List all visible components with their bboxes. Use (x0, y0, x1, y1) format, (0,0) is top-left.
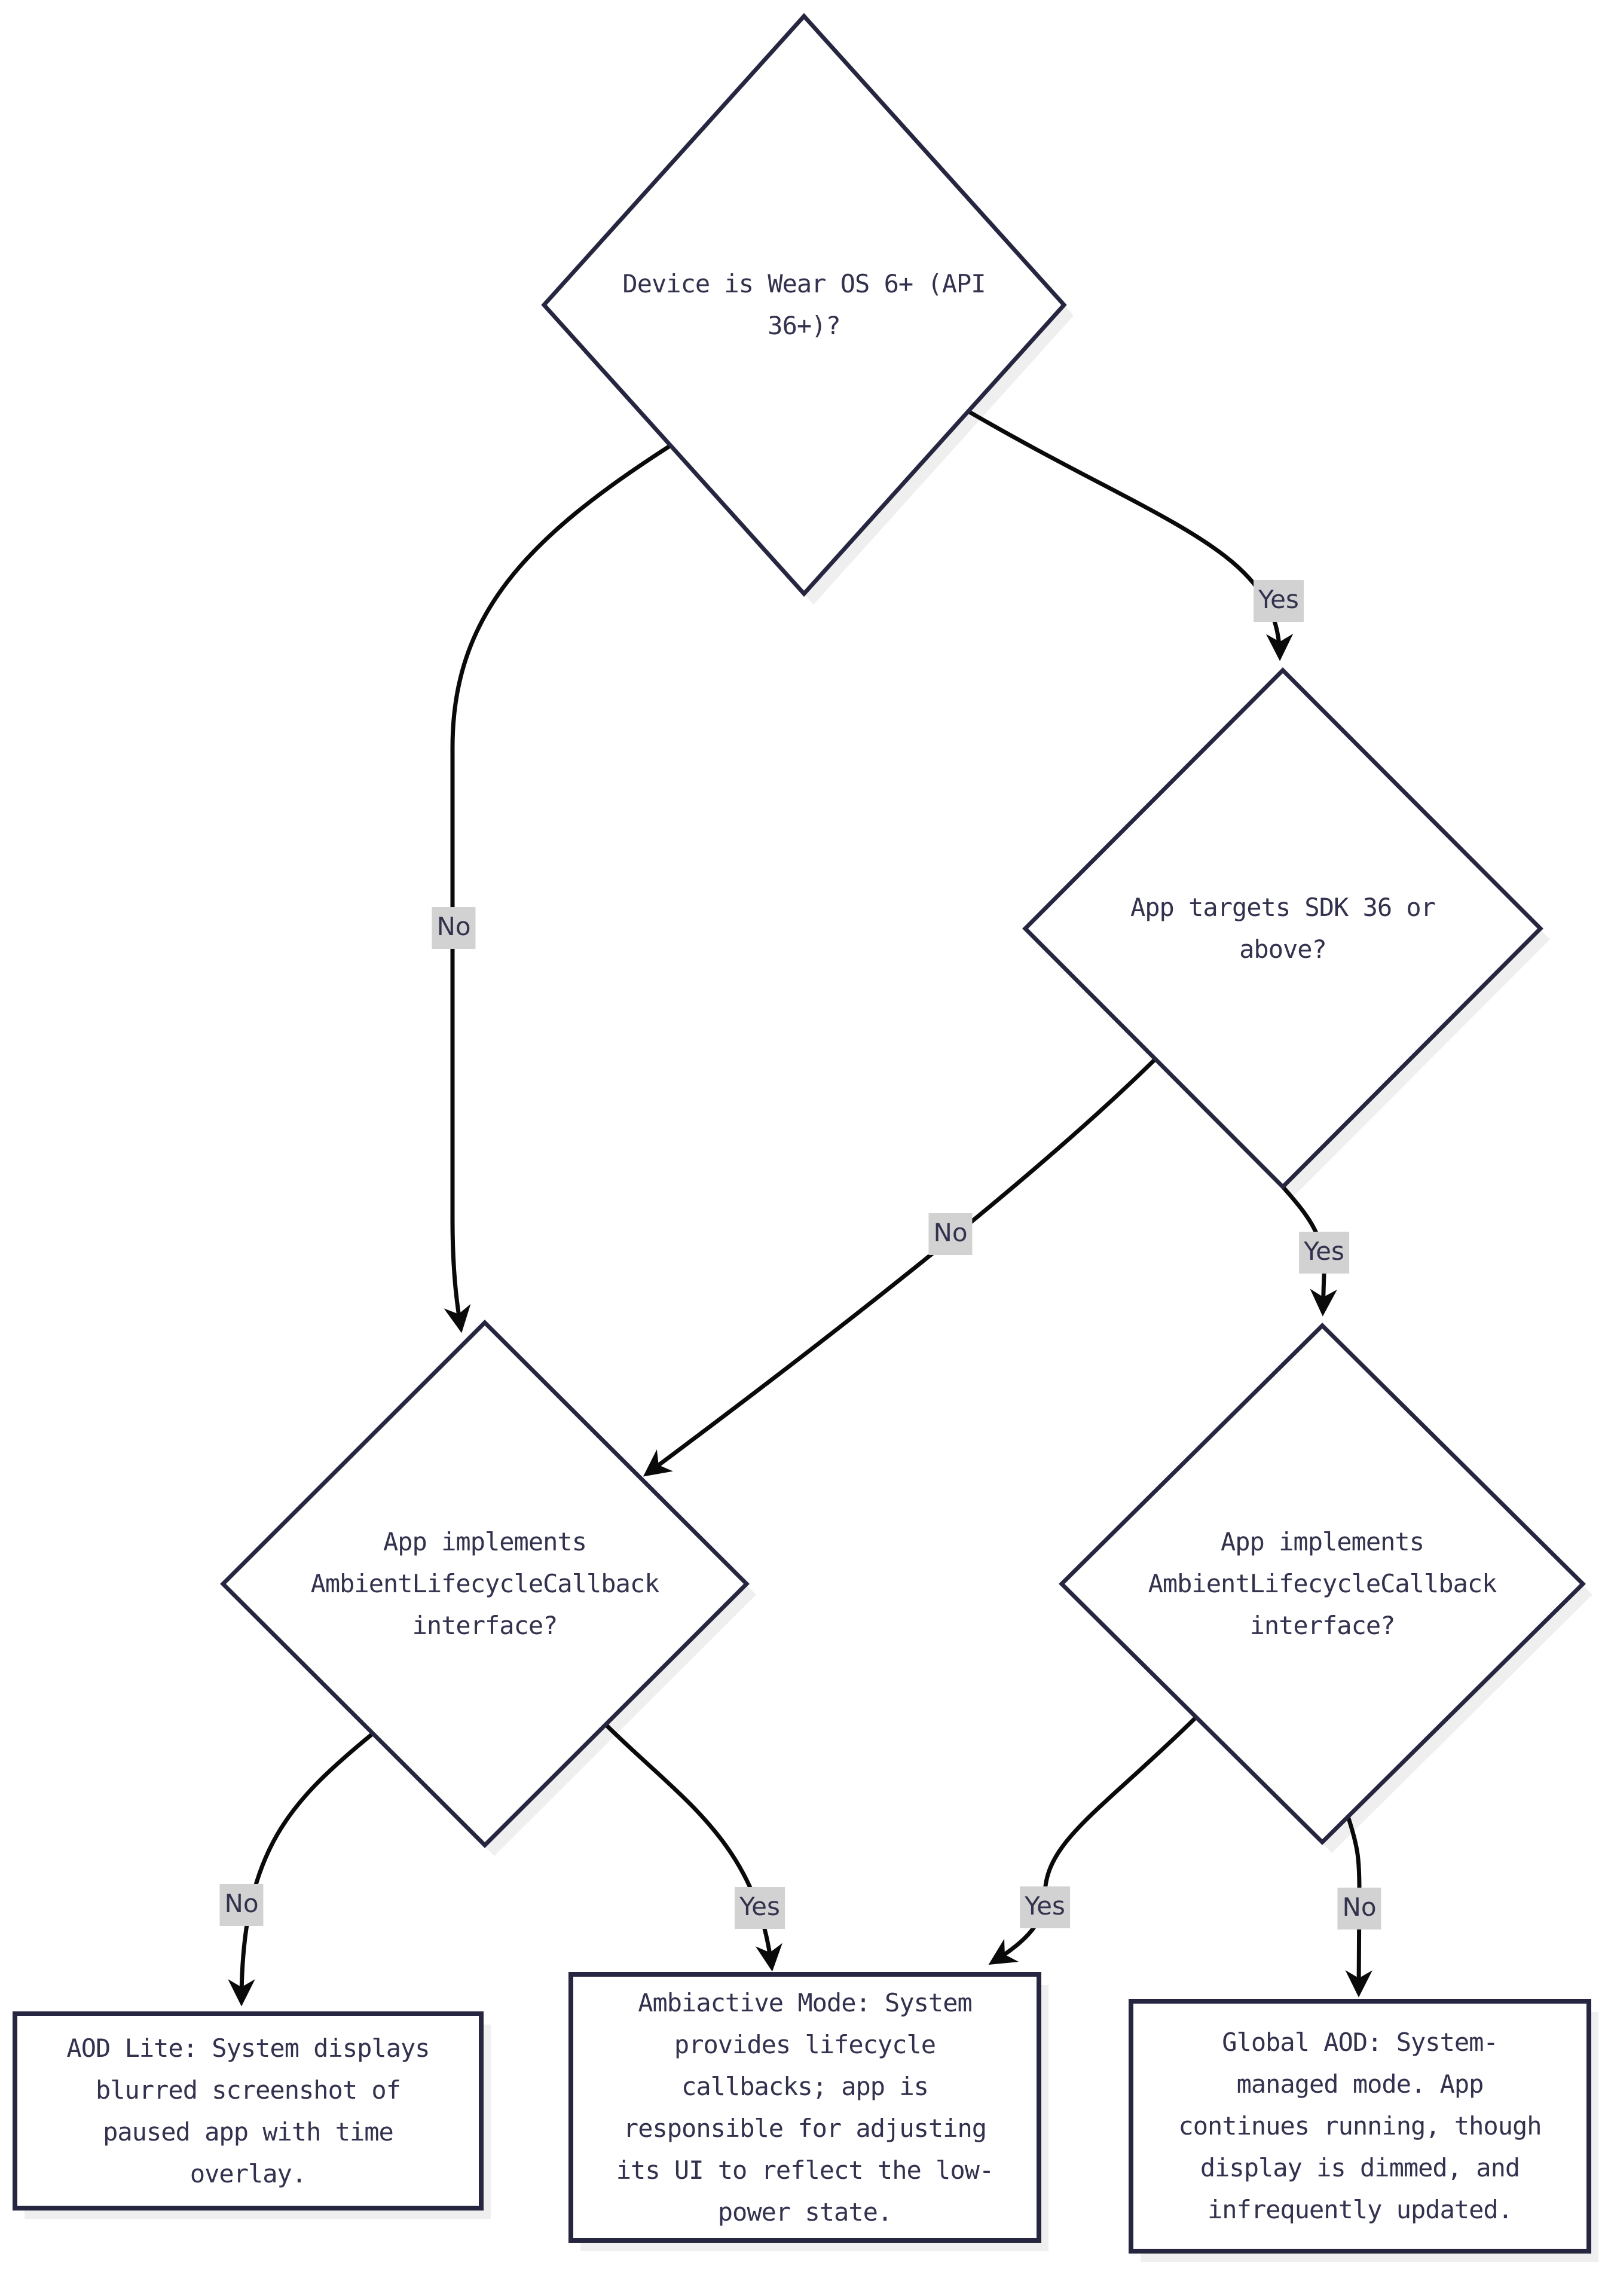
node-label-sdk-target-check: App targets SDK 36 or above? (1130, 893, 1436, 964)
node-label-global-aod-outcome: Global AOD: System- managed mode. App co… (1178, 2028, 1542, 2224)
edge-label-ambient-right-no: No (1337, 1888, 1381, 1929)
edge-ambient-right-yes-to-ambiactive (988, 1715, 1198, 1965)
edge-label-ambient-left-no: No (219, 1884, 264, 1926)
edge-label-sdk-no: No (928, 1213, 973, 1255)
outcome-box-aod-lite (13, 2011, 484, 2210)
edge-device-no-to-ambient-left (444, 444, 672, 1333)
node-label-ambient-callback-check-left: App implements AmbientLifecycleCallback … (310, 1527, 660, 1640)
edge-ambient-right-no-to-global-aod (1345, 1815, 1372, 1998)
decision-diamond-device-os (541, 13, 1067, 597)
outcome-box-ambiactive (568, 1972, 1041, 2243)
edge-ambient-left-no-to-aod-lite (228, 1732, 375, 2007)
edge-label-ambient-left-yes: Yes (735, 1887, 785, 1929)
decision-diamond-ambient-callback-left (220, 1320, 750, 1848)
decision-diamond-ambient-callback-right (1059, 1323, 1586, 1845)
edge-label-sdk-yes: Yes (1299, 1232, 1349, 1274)
edge-label-device-no: No (432, 907, 476, 949)
outcome-box-global-aod (1129, 1999, 1591, 2254)
node-label-device-os-check: Device is Wear OS 6+ (API 36+)? (622, 269, 986, 340)
decision-diamond-sdk-target (1022, 667, 1543, 1190)
node-label-aod-lite-outcome: AOD Lite: System displays blurred screen… (66, 2033, 430, 2188)
nodes (13, 13, 1591, 2254)
edge-label-ambient-right-yes: Yes (1020, 1886, 1070, 1928)
node-label-ambient-callback-check-right: App implements AmbientLifecycleCallback … (1148, 1527, 1497, 1640)
edge-label-device-yes: Yes (1254, 580, 1304, 622)
node-label-ambiactive-outcome: Ambiactive Mode: System provides lifecyc… (616, 1987, 994, 2227)
